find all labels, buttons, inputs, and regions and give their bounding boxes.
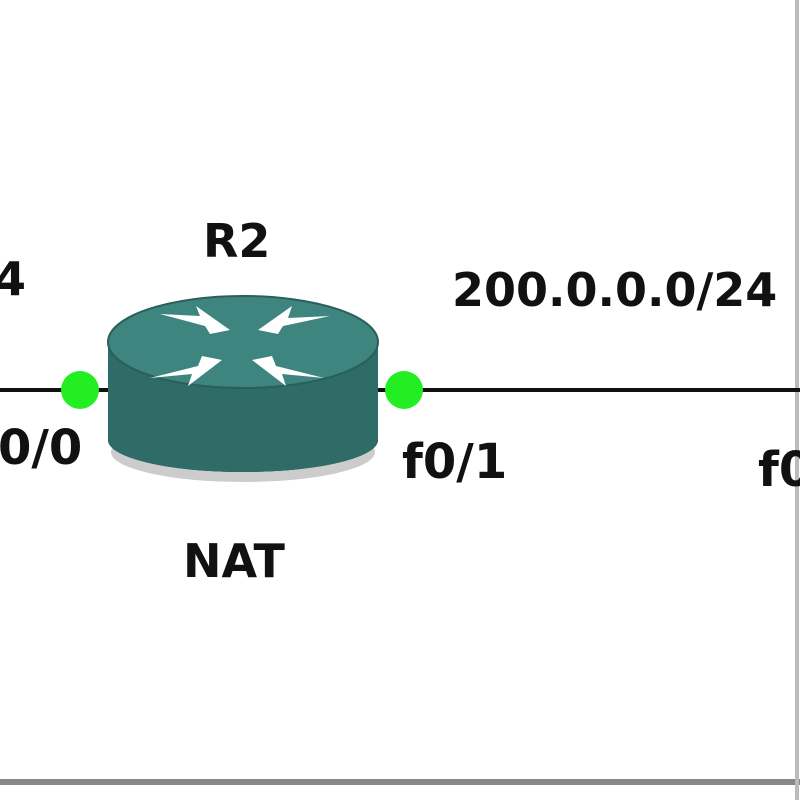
- far-interface-label: f0: [758, 442, 800, 498]
- right-network-label: 200.0.0.0/24: [452, 263, 778, 317]
- left-network-label: 4: [0, 252, 27, 306]
- left-interface-label: 0/0: [0, 420, 83, 476]
- router-icon[interactable]: [107, 295, 379, 482]
- router-role-label: NAT: [183, 534, 285, 588]
- right-interface-status-dot: [385, 371, 423, 409]
- right-interface-label: f0/1: [402, 434, 508, 490]
- router-name-label: R2: [203, 214, 271, 268]
- left-interface-status-dot: [61, 371, 99, 409]
- router-arrows-icon: [150, 306, 330, 386]
